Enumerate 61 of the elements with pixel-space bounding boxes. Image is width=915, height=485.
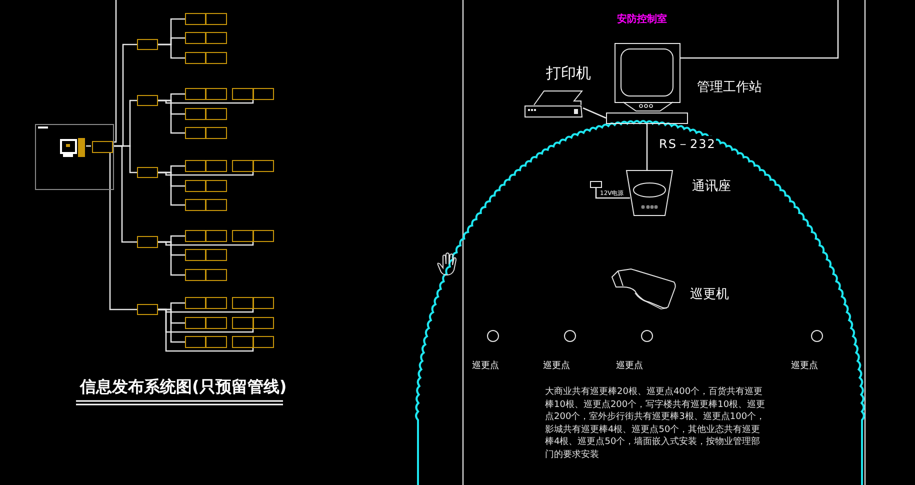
controller-box xyxy=(137,39,158,50)
printer-icon xyxy=(524,91,583,118)
terminal-box xyxy=(185,52,227,64)
terminal-box xyxy=(232,317,274,329)
controller-box xyxy=(137,95,158,106)
terminal-box xyxy=(185,336,227,348)
terminal-box xyxy=(185,317,227,329)
terminal-box xyxy=(185,180,227,192)
terminal-box xyxy=(185,199,227,211)
terminal-box xyxy=(232,297,274,309)
terminal-box xyxy=(185,230,227,242)
room-label: 安防控制室 xyxy=(617,12,667,26)
cable-line xyxy=(112,145,137,243)
cable-line xyxy=(158,44,185,59)
terminal-box xyxy=(185,127,227,139)
terminal-box xyxy=(232,336,274,348)
cable-line xyxy=(595,188,630,199)
cable-line xyxy=(646,124,648,170)
cable-line xyxy=(112,0,117,143)
cable-line xyxy=(582,107,606,119)
cabinet-box xyxy=(35,124,114,190)
terminal-box xyxy=(92,141,113,153)
terminal-box xyxy=(232,160,274,172)
patrol-point-circle xyxy=(641,330,653,342)
terminal-box xyxy=(232,230,274,242)
terminal-box xyxy=(185,108,227,120)
controller-box xyxy=(137,236,158,248)
device-label: 巡更点 xyxy=(472,360,499,372)
controller-box xyxy=(137,167,158,178)
note-text: 大商业共有巡更棒20根、巡更点400个，百货共有巡更棒10根、巡更点200个，写字楼共有巡更棒10根、巡更点200个，室外步行街共有巡更棒3根、巡更点100个，影城共有巡更棒4根、巡更点50个，其他业态共有巡更棒4根、巡更点50个，墙面嵌入式安装，按物业管理部门的要求安装 xyxy=(545,386,766,461)
terminal-box xyxy=(185,160,227,172)
terminal-box xyxy=(185,13,227,25)
terminal-box xyxy=(185,249,227,261)
cable-line xyxy=(109,152,137,310)
patrol-point-circle xyxy=(811,330,823,342)
cable-line xyxy=(158,308,254,352)
terminal-box xyxy=(185,88,227,100)
cable-line xyxy=(158,241,185,276)
device-label: 管理工作站 xyxy=(697,79,762,96)
diagram-title: 信息发布系统图(只预留管线) xyxy=(80,377,287,398)
cable-line xyxy=(158,100,185,134)
patrol-point-circle xyxy=(487,330,499,342)
computer-icon xyxy=(60,138,87,158)
terminal-box xyxy=(185,297,227,309)
controller-box xyxy=(137,304,158,315)
patrol-point-circle xyxy=(564,330,576,342)
workstation-drawing xyxy=(606,43,688,124)
device-label: 巡更机 xyxy=(690,286,729,303)
cable-line xyxy=(680,0,839,59)
communication-base-drawing xyxy=(626,170,673,216)
terminal-box xyxy=(185,32,227,44)
cable-line xyxy=(158,172,185,206)
device-label: 巡更点 xyxy=(791,360,818,372)
device-label: 巡更点 xyxy=(543,360,570,372)
power-box xyxy=(590,181,602,188)
device-label: 巡更点 xyxy=(616,360,643,372)
terminal-box xyxy=(185,269,227,281)
device-label: 通讯座 xyxy=(692,178,731,195)
patrol-reader-drawing xyxy=(611,269,676,309)
terminal-box xyxy=(232,88,274,100)
device-label: 打印机 xyxy=(546,64,591,83)
